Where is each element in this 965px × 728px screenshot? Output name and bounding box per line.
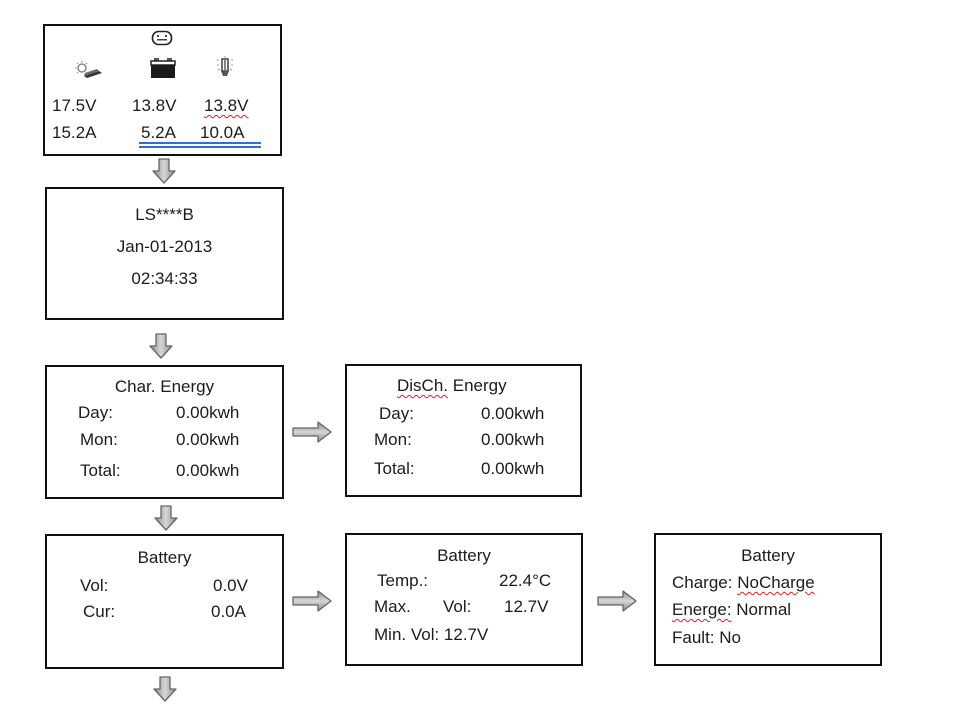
pv-current: 15.2A (52, 123, 97, 142)
mon-value: 0.00kwh (176, 430, 240, 449)
total-value: 0.00kwh (481, 459, 545, 478)
pv-panel-icon (75, 61, 102, 78)
right-arrow-icon (292, 421, 332, 443)
energe-label: Energe: (672, 600, 732, 619)
mon-label: Mon: (374, 430, 412, 449)
load-current: 10.0A (200, 123, 245, 142)
battery-charge-screen: Battery Charge: NoCharge Energe: Normal … (654, 533, 882, 666)
mon-label: Mon: (80, 430, 118, 449)
right-arrow-icon (292, 590, 332, 612)
day-value: 0.00kwh (481, 404, 545, 423)
down-arrow-icon (153, 676, 177, 702)
charge-energy-screen: Char. Energy Day: 0.00kwh Mon: 0.00kwh T… (45, 365, 284, 499)
load-bulb-icon (217, 56, 233, 76)
max-vol-value: 12.7V (504, 597, 549, 616)
battery-current: 5.2A (141, 123, 176, 142)
right-arrow-icon (597, 590, 637, 612)
info-screen: LS****B Jan-01-2013 02:34:33 (45, 187, 284, 320)
charge-row: Charge: NoCharge (672, 573, 815, 593)
time: 02:34:33 (131, 269, 198, 288)
temp-value: 22.4°C (499, 571, 552, 590)
connection-icon (151, 30, 173, 46)
day-label: Day: (379, 404, 414, 423)
grammar-underline (139, 142, 261, 144)
discharge-title-abbrev: DisCh. (397, 376, 449, 395)
max-label: Max. (374, 597, 411, 616)
min-vol: Min. Vol: 12.7V (374, 625, 489, 644)
model-name: LS****B (135, 205, 194, 224)
charge-value: NoCharge (737, 573, 815, 592)
max-vol-label: Vol: (443, 597, 472, 616)
charge-label: Charge: (672, 573, 733, 592)
battery-temp-screen: Battery Temp.: 22.4°C Max. Vol: 12.7V Mi… (345, 533, 583, 666)
discharge-title-word: Energy (452, 376, 507, 395)
energe-row: Energe: Normal (672, 600, 791, 620)
load-voltage: 13.8V (204, 96, 249, 115)
down-arrow-icon (152, 158, 176, 184)
total-label: Total: (374, 459, 415, 478)
current-value: 0.0A (211, 602, 246, 621)
fault-status: Fault: No (672, 628, 741, 647)
down-arrow-icon (149, 333, 173, 359)
grammar-underline (139, 146, 261, 148)
energe-value: Normal (736, 600, 792, 619)
temp-label: Temp.: (377, 571, 429, 590)
mon-value: 0.00kwh (481, 430, 545, 449)
down-arrow-icon (154, 505, 178, 531)
battery-voltage: 13.8V (132, 96, 177, 115)
voltage-label: Vol: (80, 576, 109, 595)
status-screen: 17.5V 13.8V 13.8V 15.2A 5.2A 10.0A (43, 24, 282, 156)
day-label: Day: (78, 403, 113, 422)
day-value: 0.00kwh (176, 403, 240, 422)
pv-voltage: 17.5V (52, 96, 97, 115)
battery-icon (150, 58, 176, 78)
date: Jan-01-2013 (116, 237, 213, 256)
battery-status-screen: Battery Vol: 0.0V Cur: 0.0A (45, 534, 284, 669)
voltage-value: 0.0V (213, 576, 248, 595)
charge-energy-title: Char. Energy (114, 377, 215, 396)
battery-title: Battery (741, 546, 795, 565)
battery-title: Battery (137, 548, 192, 567)
total-label: Total: (80, 461, 121, 480)
total-value: 0.00kwh (176, 461, 240, 480)
discharge-energy-title: DisCh. Energy (397, 376, 507, 396)
discharge-energy-screen: DisCh. Energy Day: 0.00kwh Mon: 0.00kwh … (345, 364, 582, 497)
battery-title: Battery (437, 546, 491, 565)
current-label: Cur: (83, 602, 116, 621)
